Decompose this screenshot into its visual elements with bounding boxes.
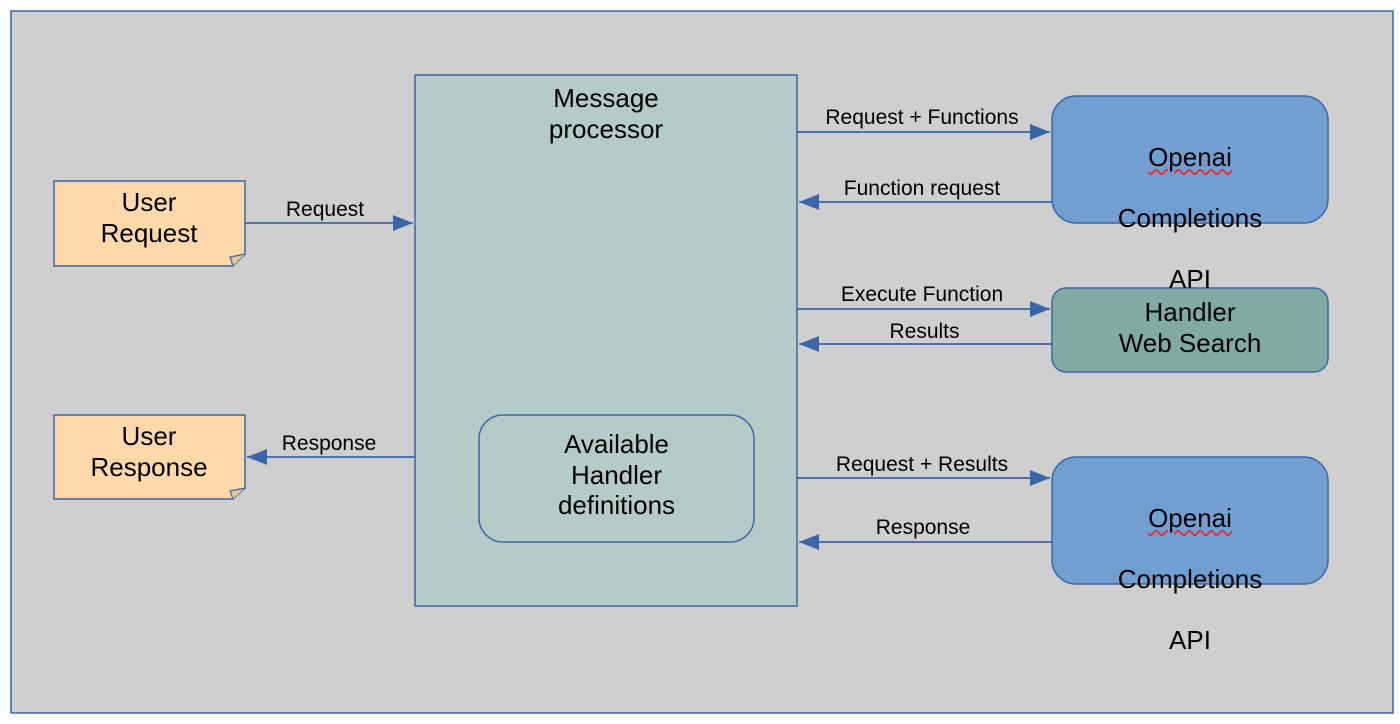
execute-function-edge-label: Execute Function — [840, 283, 1004, 306]
openai-top-line1: Openai — [1148, 141, 1232, 172]
response-right-edge-label: Response — [875, 516, 971, 539]
message-processor-label: Message processor — [548, 83, 664, 144]
openai-bottom-line3: API — [1169, 625, 1211, 656]
openai-top-line3: API — [1169, 264, 1211, 295]
request-functions-edge-label: Request + Functions — [825, 106, 1019, 129]
response-left-edge-label: Response — [281, 432, 377, 455]
openai-bottom-label: Openai Completions API — [1052, 472, 1328, 656]
results-edge-label: Results — [889, 320, 960, 343]
handler-web-search-box — [1051, 287, 1329, 373]
function-request-edge-label: Function request — [843, 177, 1001, 200]
available-definitions-label: Available Handler definitions — [557, 429, 676, 521]
openai-bottom-line2: Completions — [1117, 564, 1263, 595]
openai-top-box — [1051, 95, 1329, 224]
openai-top-label: Openai Completions API — [1052, 111, 1328, 295]
user-response-label: User Response — [90, 421, 208, 482]
openai-top-line2: Completions — [1117, 203, 1263, 234]
user-response-note-fold — [229, 487, 246, 500]
openai-bottom-line1: Openai — [1148, 502, 1232, 533]
request-edge-label: Request — [285, 198, 365, 221]
available-definitions-box — [478, 414, 755, 543]
handler-web-search-label: Handler Web Search — [1118, 297, 1262, 358]
request-results-edge-label: Request + Results — [835, 453, 1009, 476]
user-request-note-fold — [229, 253, 246, 267]
openai-bottom-box — [1051, 456, 1329, 585]
user-request-label: User Request — [100, 187, 198, 248]
